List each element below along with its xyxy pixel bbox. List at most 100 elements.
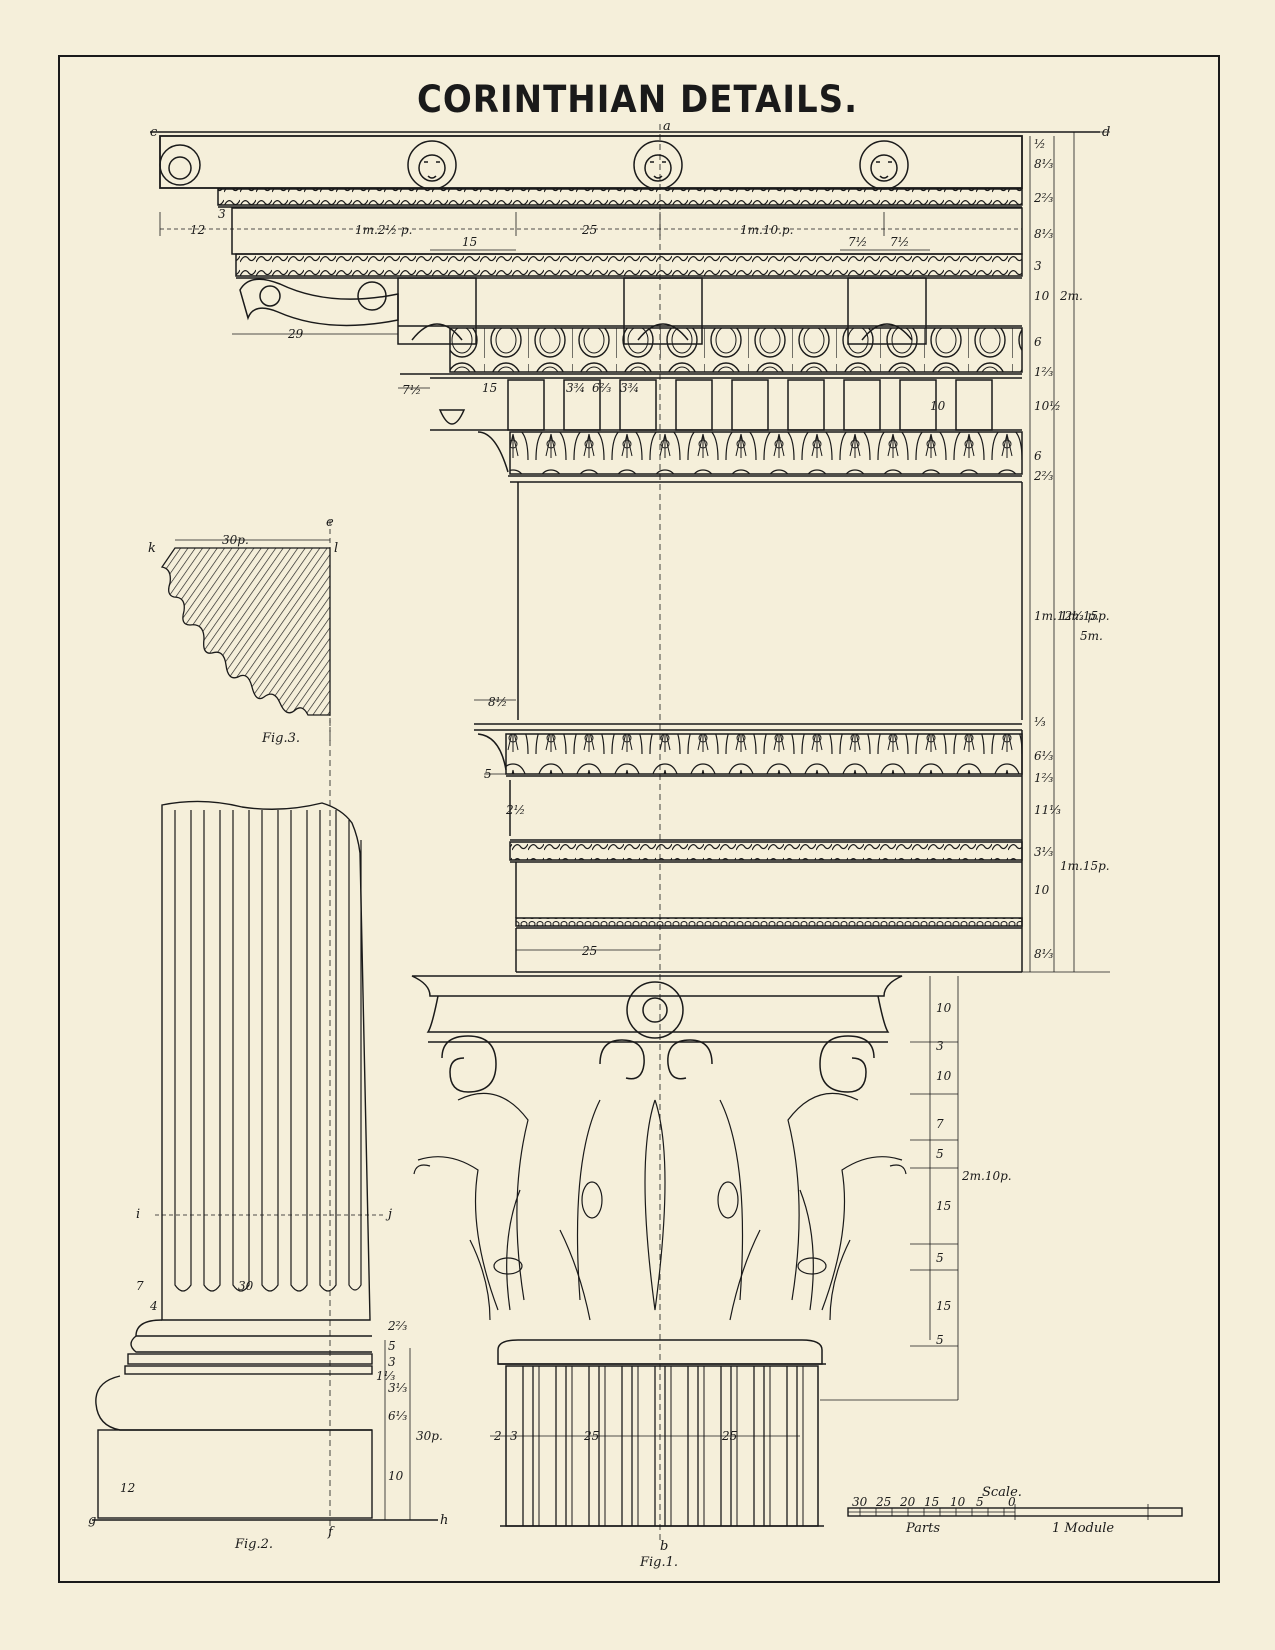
svg-text:1⅔: 1⅔: [1034, 771, 1054, 785]
point-a: a: [663, 119, 671, 134]
lion-head-icon: [859, 140, 909, 190]
svg-text:20: 20: [899, 1495, 916, 1509]
capital-dim-labels: 10 3 10 7 5 15 5 15 5 2m.10p.: [936, 1001, 1012, 1347]
svg-text:7½: 7½: [848, 235, 867, 249]
scale-title: Scale.: [982, 1485, 1022, 1500]
svg-text:6: 6: [1034, 449, 1042, 463]
scale-parts: Parts: [905, 1521, 940, 1536]
svg-text:2m.10p.: 2m.10p.: [961, 1169, 1012, 1183]
page-title: CORINTHIAN DETAILS.: [416, 78, 859, 122]
scale-labels: Scale. 30 25 20 15 10 5 0 Parts 1 Module: [852, 1485, 1114, 1536]
svg-text:3¾: 3¾: [620, 381, 639, 395]
svg-text:2⅔: 2⅔: [387, 1319, 408, 1333]
right-column-dims: ½ 8⅓ 2⅔ 8⅓ 3 10 6 1⅔ 10½ 6 2⅔ 1m.12⅓ p. …: [1033, 137, 1110, 961]
svg-text:5: 5: [936, 1333, 944, 1347]
svg-text:3: 3: [510, 1429, 518, 1443]
svg-text:8⅓: 8⅓: [1034, 947, 1054, 961]
svg-text:10: 10: [1034, 883, 1050, 897]
point-c: c: [150, 125, 158, 140]
svg-text:⅓: ⅓: [1034, 715, 1046, 729]
svg-text:15: 15: [462, 235, 477, 249]
svg-text:8⅓: 8⅓: [1034, 157, 1054, 171]
dimension-labels: 12 3 1m.2½ p. 25 1m.10.p. 15 7½ 7½ 29 7½…: [120, 207, 946, 1495]
svg-text:10: 10: [936, 1001, 952, 1015]
svg-text:6: 6: [1034, 335, 1042, 349]
svg-text:1m.12⅓ p.: 1m.12⅓ p.: [1034, 609, 1099, 623]
svg-text:25: 25: [583, 1429, 599, 1443]
point-b: b: [660, 1539, 668, 1554]
svg-text:5: 5: [484, 767, 492, 781]
svg-text:8½: 8½: [488, 695, 507, 709]
fig1-label: Fig.1.: [639, 1555, 678, 1570]
fig2-label: Fig.2.: [234, 1537, 273, 1552]
svg-text:8⅓: 8⅓: [1034, 227, 1054, 241]
svg-text:30p.: 30p.: [222, 533, 249, 547]
svg-text:12: 12: [190, 223, 205, 237]
point-labels: a b c d e f g h i j k l: [88, 119, 1110, 1554]
figure-labels: Fig.1. Fig.2. Fig.3.: [234, 731, 678, 1570]
svg-text:1⅓: 1⅓: [376, 1369, 396, 1383]
svg-text:2m.: 2m.: [1059, 289, 1083, 303]
point-d: d: [1102, 125, 1110, 140]
fig3-flute-section: [160, 520, 331, 745]
svg-text:1⅔: 1⅔: [1034, 365, 1054, 379]
page-border: [58, 55, 1220, 1583]
svg-text:6⅔: 6⅔: [592, 381, 612, 395]
fig1-entablature: [150, 124, 1100, 1540]
capital-dimension-lines: [490, 976, 959, 1437]
svg-text:30: 30: [852, 1495, 868, 1509]
svg-text:5: 5: [976, 1495, 984, 1509]
point-f: f: [327, 1525, 335, 1540]
svg-text:1m.10.p.: 1m.10.p.: [740, 223, 793, 237]
svg-text:7½: 7½: [402, 383, 421, 397]
base-dim-labels: 2⅔ 5 3 1⅓ 3⅓ 6⅓ 10: [376, 1319, 408, 1483]
fig1-capital: [411, 975, 907, 1527]
svg-text:15: 15: [936, 1299, 951, 1313]
lion-head-icon: [407, 140, 457, 190]
svg-text:25: 25: [875, 1495, 891, 1509]
svg-text:5: 5: [936, 1251, 944, 1265]
svg-text:2⅔: 2⅔: [1033, 469, 1054, 483]
lion-head-icon: [159, 144, 201, 186]
svg-text:4: 4: [149, 1299, 158, 1313]
svg-text:2: 2: [493, 1429, 502, 1443]
svg-text:29: 29: [287, 327, 304, 341]
svg-text:3: 3: [388, 1355, 396, 1369]
svg-text:10: 10: [388, 1469, 404, 1483]
svg-text:5: 5: [936, 1147, 944, 1161]
point-l: l: [334, 541, 338, 556]
svg-text:11⅓: 11⅓: [1034, 803, 1061, 817]
fig2-column: [92, 700, 438, 1540]
svg-text:1m.15p.: 1m.15p.: [1060, 609, 1110, 623]
svg-text:1m.15p.: 1m.15p.: [1060, 859, 1110, 873]
svg-text:3: 3: [218, 207, 226, 221]
lion-head-icon: [633, 140, 683, 190]
svg-text:10: 10: [936, 1069, 952, 1083]
svg-text:6⅓: 6⅓: [1034, 749, 1054, 763]
point-g: g: [88, 1513, 96, 1528]
svg-text:5m.: 5m.: [1080, 629, 1103, 643]
svg-text:30p.: 30p.: [416, 1429, 443, 1443]
svg-text:10: 10: [1034, 289, 1050, 303]
svg-text:3⅓: 3⅓: [388, 1381, 408, 1395]
svg-text:15: 15: [924, 1495, 939, 1509]
svg-text:25: 25: [721, 1429, 737, 1443]
svg-text:3¾: 3¾: [566, 381, 585, 395]
svg-text:10: 10: [950, 1495, 966, 1509]
svg-text:3: 3: [936, 1039, 944, 1053]
point-j: j: [385, 1207, 392, 1222]
svg-text:15: 15: [482, 381, 497, 395]
svg-text:15: 15: [936, 1199, 951, 1213]
svg-text:30: 30: [238, 1279, 254, 1293]
svg-text:0: 0: [1008, 1495, 1016, 1509]
svg-text:1m.2½ p.: 1m.2½ p.: [355, 223, 412, 237]
point-h: h: [440, 1513, 448, 1528]
svg-text:25: 25: [581, 223, 597, 237]
svg-text:2½: 2½: [505, 803, 525, 817]
svg-text:25: 25: [581, 944, 597, 958]
point-k: k: [148, 541, 156, 556]
svg-text:7: 7: [936, 1117, 944, 1131]
svg-text:10½: 10½: [1034, 399, 1061, 413]
svg-text:10: 10: [930, 399, 946, 413]
